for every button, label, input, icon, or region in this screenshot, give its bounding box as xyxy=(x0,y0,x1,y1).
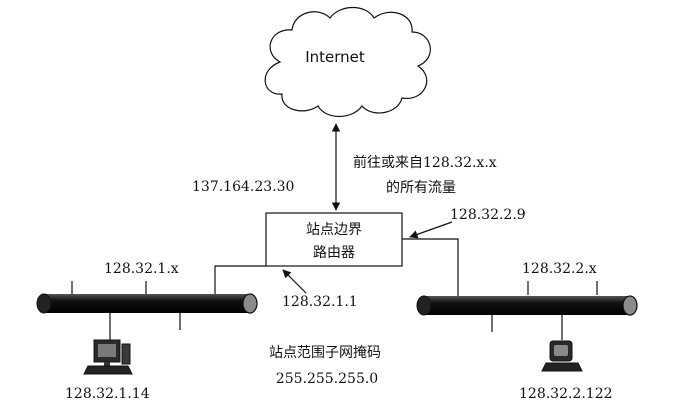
router-right-connection: 128.32.2.9 xyxy=(402,207,526,296)
router-label-line1: 站点边界 xyxy=(306,222,362,238)
traffic-label-line1: 前往或来自128.32.x.x xyxy=(353,154,497,171)
left-host-ip-label: 128.32.1.14 xyxy=(65,386,150,402)
internet-label: Internet xyxy=(305,48,365,66)
subnet-mask-value: 255.255.255.0 xyxy=(276,371,378,387)
site-border-router: 站点边界 路由器 xyxy=(265,212,403,267)
traffic-label-line2: 的所有流量 xyxy=(386,180,456,196)
left-subnet: 128.32.1.x 128.32.1.14 xyxy=(36,261,258,402)
internet-router-link: 137.164.23.30 前往或来自128.32.x.x 的所有流量 xyxy=(192,123,497,211)
left-subnet-cable xyxy=(36,293,258,314)
internet-cloud: Internet xyxy=(264,6,431,118)
desktop-computer-icon xyxy=(541,340,583,372)
desktop-computer-icon xyxy=(83,339,133,375)
right-port-pointer-icon xyxy=(409,221,453,239)
router-left-connection: 128.32.1.1 xyxy=(214,265,358,310)
left-port-ip-label: 128.32.1.1 xyxy=(282,294,358,310)
subnet-mask-title: 站点范围子网掩码 xyxy=(269,344,381,361)
router-label-line2: 路由器 xyxy=(313,245,355,261)
left-subnet-label: 128.32.1.x xyxy=(104,261,179,277)
left-port-pointer-icon xyxy=(282,269,307,294)
right-host-ip-label: 128.32.2.122 xyxy=(519,386,613,402)
subnet-mask-note: 站点范围子网掩码 255.255.255.0 xyxy=(269,344,381,387)
right-subnet-label: 128.32.2.x xyxy=(522,261,597,277)
right-subnet-cable xyxy=(416,295,638,316)
uplink-ip-label: 137.164.23.30 xyxy=(192,179,294,195)
right-subnet: 128.32.2.x 128.32.2.122 xyxy=(416,261,638,402)
right-port-ip-label: 128.32.2.9 xyxy=(450,207,526,223)
